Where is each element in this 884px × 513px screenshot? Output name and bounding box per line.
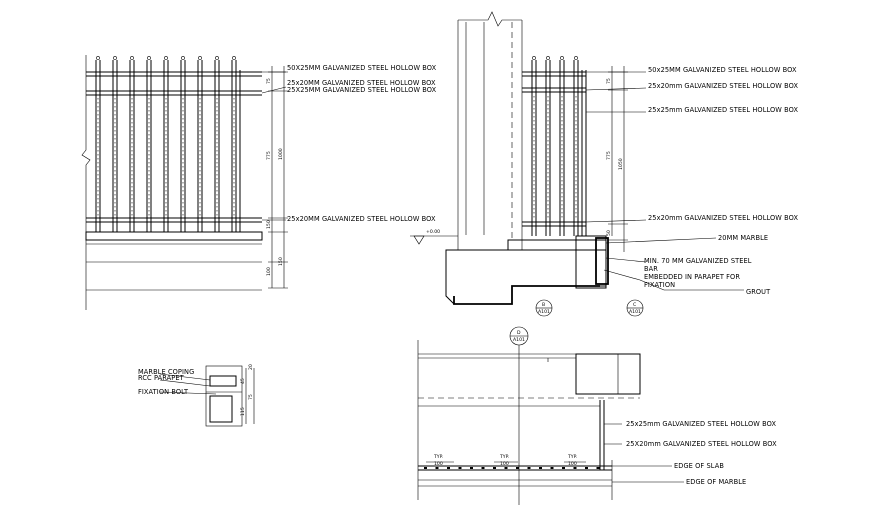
typ-2-dim: 100	[500, 461, 509, 467]
section-marker-c-top: D	[517, 330, 521, 336]
sect-label-marble: 20MM MARBLE	[718, 234, 768, 242]
elevation-picket	[163, 56, 169, 232]
plan-picket	[550, 467, 554, 469]
detail-dim-c: 115	[240, 407, 246, 416]
elevation-picket	[180, 56, 186, 232]
typ-dim-2: TYP. 100	[494, 454, 518, 467]
railing-elevation: 1000 775 75 150 100 150 50X25MM GALVANIZ…	[81, 55, 437, 310]
section-picket	[545, 56, 551, 236]
elev-dim-mid: 775	[266, 151, 272, 160]
railing-section: +0.00 1050 775 75 50 50x25MM GALVANIZED …	[410, 11, 798, 317]
elev-label-box-25x20-top: 25x20MM GALVANIZED STEEL HOLLOW BOX	[287, 79, 436, 87]
plan-picket	[424, 467, 427, 469]
plan-picket	[516, 467, 519, 469]
plan-picket	[504, 467, 508, 469]
section-picket	[531, 56, 537, 236]
plan-pickets	[424, 467, 600, 469]
plan-picket	[539, 467, 542, 469]
plan-label-box-25x25: 25x25mm GALVANIZED STEEL HOLLOW BOX	[626, 420, 776, 428]
sect-label-box-25x20-top: 25x20mm GALVANIZED STEEL HOLLOW BOX	[648, 82, 798, 90]
plan-picket	[585, 467, 588, 469]
plan-picket	[573, 467, 577, 469]
sect-label-bar-4: FIXATION	[644, 281, 675, 289]
plan-picket	[493, 467, 496, 469]
typ-1: TYP.	[433, 454, 443, 460]
plan-picket	[481, 467, 485, 469]
sect-label-grout: GROUT	[746, 288, 771, 296]
section-picket	[559, 56, 565, 236]
section-marker-c-bottom: A101	[513, 337, 525, 343]
elev-label-box-25x20-bottom: 25x20MM GALVANIZED STEEL HOLLOW BOX	[287, 215, 436, 223]
elev-label-box-50x25: 50X25MM GALVANIZED STEEL HOLLOW BOX	[287, 64, 437, 72]
elevation-picket	[95, 56, 101, 232]
elev-dim-base1: 100	[266, 267, 272, 276]
section-marker-a[interactable]: B A101	[535, 299, 553, 317]
plan-picket	[596, 467, 600, 469]
detail-dim-d: 20	[248, 364, 254, 370]
section-marker-b[interactable]: C A101	[626, 299, 644, 317]
sect-dim-mid: 775	[606, 151, 612, 160]
section-picket	[573, 56, 579, 236]
sect-label-box-50x25: 50x25MM GALVANIZED STEEL HOLLOW BOX	[648, 66, 797, 74]
sect-label-box-25x25: 25x25mm GALVANIZED STEEL HOLLOW BOX	[648, 106, 798, 114]
typ-dim-3: TYP. 100	[564, 454, 586, 467]
typ-dim-1: TYP. 100	[426, 454, 454, 467]
sect-dim-top: 75	[606, 78, 612, 84]
elevation-picket	[197, 56, 203, 232]
plan-picket	[447, 467, 450, 469]
section-marker-c[interactable]: D A101	[509, 326, 529, 346]
plan-label-edge-marble: EDGE OF MARBLE	[686, 478, 746, 486]
plan-picket	[458, 467, 462, 469]
sect-label-bar-1: MIN. 70 MM GALVANIZED STEEL	[644, 257, 752, 265]
detail-label-marble-coping: MARBLE COPING	[138, 368, 194, 376]
typ-3: TYP.	[567, 454, 577, 460]
plan-label-box-25x20: 25X20mm GALVANIZED STEEL HOLLOW BOX	[626, 440, 777, 448]
section-marker-a-bottom: A101	[538, 309, 550, 315]
section-marker-b-top: C	[633, 302, 636, 308]
sect-dim-low: 50	[606, 230, 612, 236]
detail-label-rcc-parapet: RCC PARAPET	[138, 374, 185, 382]
elevation-picket	[214, 56, 220, 232]
sect-label-box-25x20-bottom: 25x20mm GALVANIZED STEEL HOLLOW BOX	[648, 214, 798, 222]
typ-1-dim: 100	[434, 461, 443, 467]
detail-dim-a: 45	[240, 378, 246, 384]
section-marker-b-bottom: A101	[629, 309, 641, 315]
elevation-picket	[129, 56, 135, 232]
plan-picket	[527, 467, 531, 469]
elevation-picket	[231, 56, 237, 232]
sect-dim-total: 1050	[618, 158, 624, 170]
plan-picket	[562, 467, 565, 469]
sect-label-bar-2: BAR	[644, 265, 658, 273]
elev-dim-low: 150	[266, 220, 272, 229]
sect-label-bar-3: EMBEDDED IN PARAPET FOR	[644, 273, 740, 281]
typ-3-dim: 100	[568, 461, 577, 467]
section-marker-a-top: B	[542, 302, 545, 308]
level-marker: +0.00	[426, 229, 440, 235]
elevation-picket	[146, 56, 152, 232]
elevation-pickets	[95, 56, 237, 232]
elev-dim-top: 75	[266, 78, 272, 84]
plan-label-edge-slab: EDGE OF SLAB	[674, 462, 724, 470]
elev-dim-base2: 150	[278, 257, 284, 266]
section-pickets	[531, 56, 579, 236]
coping-detail: MARBLE COPING RCC PARAPET FIXATION BOLT …	[138, 364, 255, 427]
detail-label-fixation-bolt: FIXATION BOLT	[138, 388, 189, 396]
elev-dim-total: 1000	[278, 148, 284, 160]
railing-plan: D A101 TYP. 100 TYP. 100	[417, 326, 777, 505]
plan-picket	[470, 467, 473, 469]
typ-2: TYP.	[499, 454, 509, 460]
plan-picket	[435, 467, 439, 469]
detail-dim-b: 75	[248, 394, 254, 400]
elev-label-box-25x25: 25X25MM GALVANIZED STEEL HOLLOW BOX	[287, 86, 437, 94]
elevation-picket	[112, 56, 118, 232]
